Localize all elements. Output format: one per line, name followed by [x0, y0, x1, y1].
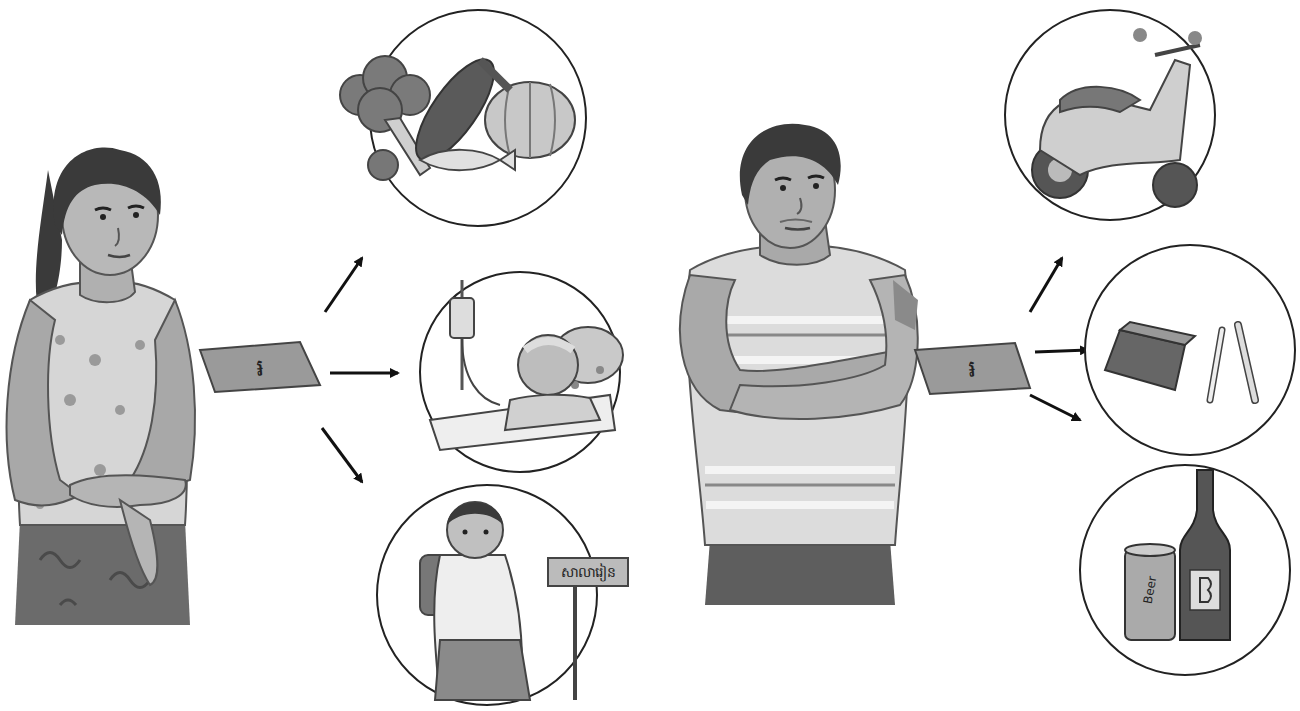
- hospital-circle: [420, 272, 623, 472]
- arrows: [1030, 258, 1088, 420]
- school-circle: [377, 485, 628, 705]
- man-figure: [680, 124, 918, 605]
- motorbike-circle: [1005, 10, 1215, 220]
- beer-circle: [1080, 465, 1290, 675]
- school-sign-text: សាលារៀន: [561, 565, 616, 579]
- woman-figure: [7, 148, 195, 625]
- banknote: [915, 343, 1030, 394]
- cigarettes-circle: [1085, 245, 1295, 455]
- food-circle: [340, 10, 586, 226]
- banknote: [200, 342, 320, 392]
- arrows: [322, 258, 398, 482]
